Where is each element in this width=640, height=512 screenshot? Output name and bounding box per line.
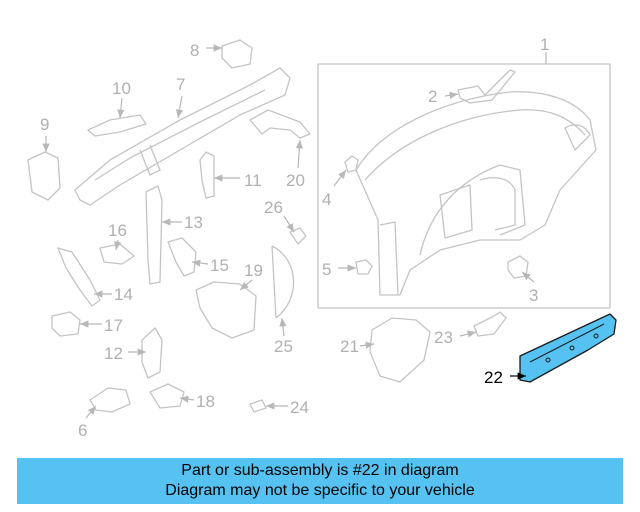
callout-19: 19 xyxy=(244,261,263,280)
callout-6: 6 xyxy=(78,421,87,440)
part-5-clip xyxy=(355,259,373,275)
part-8-bracket xyxy=(221,39,253,69)
banner-line-disclaimer: Diagram may not be specific to your vehi… xyxy=(165,482,475,499)
callout-1: 1 xyxy=(540,35,549,54)
callout-21: 21 xyxy=(340,337,359,356)
callout-15: 15 xyxy=(210,256,229,275)
callout-18: 18 xyxy=(196,392,215,411)
part-18-bracket xyxy=(149,383,185,409)
part-20-bracket xyxy=(249,109,311,139)
callout-10: 10 xyxy=(112,79,131,98)
callout-8: 8 xyxy=(190,41,199,60)
part-21-bracket xyxy=(369,317,431,383)
part-13-brace xyxy=(145,185,163,285)
callout-25: 25 xyxy=(274,337,293,356)
part-9-bracket xyxy=(27,151,61,201)
part-12-bracket xyxy=(141,327,163,379)
part-2-bracket xyxy=(457,69,516,104)
part-11-bracket xyxy=(199,151,215,199)
part-4-clip xyxy=(344,155,359,173)
info-banner: Part or sub-assembly is #22 in diagram D… xyxy=(17,458,623,504)
part-15-bracket xyxy=(167,237,197,277)
leader-lines xyxy=(42,44,535,419)
callout-3: 3 xyxy=(529,286,538,305)
part-24-clip xyxy=(249,399,267,413)
part-17-bracket xyxy=(51,311,81,337)
callout-23: 23 xyxy=(434,328,453,347)
banner-line-part: Part or sub-assembly is #22 in diagram xyxy=(181,462,459,479)
callout-labels: 1 2 3 4 5 6 7 8 9 10 11 12 13 14 15 16 1… xyxy=(40,35,549,440)
callout-26: 26 xyxy=(264,198,283,217)
part-dashboard xyxy=(355,91,597,296)
callout-17: 17 xyxy=(104,316,123,335)
callout-4: 4 xyxy=(322,190,331,209)
part-6-bracket xyxy=(89,387,131,413)
callout-22: 22 xyxy=(484,368,503,387)
part-7-crossbar xyxy=(74,67,291,206)
callout-24: 24 xyxy=(290,398,309,417)
callout-20: 20 xyxy=(286,171,305,190)
part-23-bracket xyxy=(473,311,507,337)
callout-12: 12 xyxy=(104,344,123,363)
callout-7: 7 xyxy=(176,75,185,94)
parts-diagram: 1 2 3 4 5 6 7 8 9 10 11 12 13 14 15 16 1… xyxy=(27,35,617,440)
part-19-bracket xyxy=(195,281,257,339)
callout-13: 13 xyxy=(184,213,203,232)
part-22-reinforcement-highlighted xyxy=(519,313,617,383)
part-25-cover xyxy=(271,245,295,319)
part-14-brace xyxy=(57,247,101,307)
part-10-bracket xyxy=(87,114,147,137)
callout-2: 2 xyxy=(428,87,437,106)
callout-11: 11 xyxy=(244,171,262,190)
part-26-clip xyxy=(289,227,307,245)
dashboard-box xyxy=(317,52,611,309)
callout-14: 14 xyxy=(114,285,133,304)
callout-9: 9 xyxy=(40,115,49,134)
callout-16: 16 xyxy=(108,221,127,240)
callout-5: 5 xyxy=(322,260,331,279)
